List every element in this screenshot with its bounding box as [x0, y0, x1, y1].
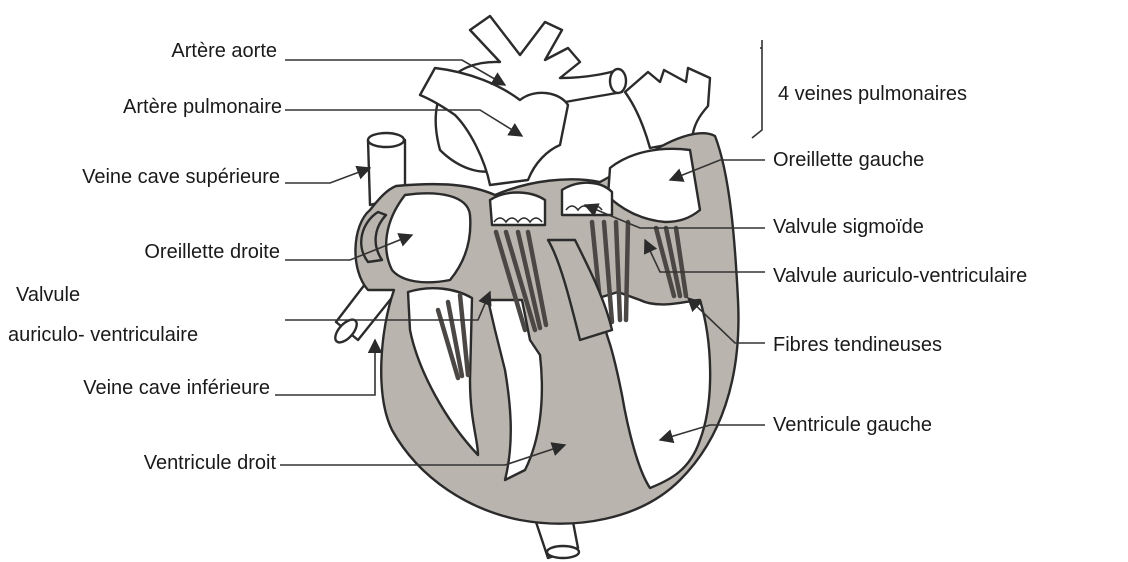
label-right-ventricle: Ventricule droit — [144, 452, 277, 474]
label-left-atrium: Oreillette gauche — [773, 149, 924, 171]
right-atrium-cavity — [386, 193, 470, 282]
label-inferior-vena-cava: Veine cave inférieure — [83, 377, 270, 399]
label-tendinous-fibres: Fibres tendineuses — [773, 334, 942, 356]
label-sigmoid-valve: Valvule sigmoïde — [773, 216, 924, 238]
label-av-valve-right-line2: auriculo- ventriculaire — [8, 324, 198, 346]
label-right-atrium: Oreillette droite — [144, 241, 280, 263]
label-pulmonary-veins: 4 veines pulmonaires — [778, 83, 967, 105]
label-left-ventricle: Ventricule gauche — [773, 414, 932, 436]
label-aorta: Artère aorte — [171, 40, 277, 62]
label-pulmonary-artery: Artère pulmonaire — [123, 96, 282, 118]
label-av-valve-right-line1: Valvule — [16, 284, 80, 306]
label-av-valve-left: Valvule auriculo-ventriculaire — [773, 265, 1027, 287]
label-superior-vena-cava: Veine cave supérieure — [82, 166, 280, 188]
